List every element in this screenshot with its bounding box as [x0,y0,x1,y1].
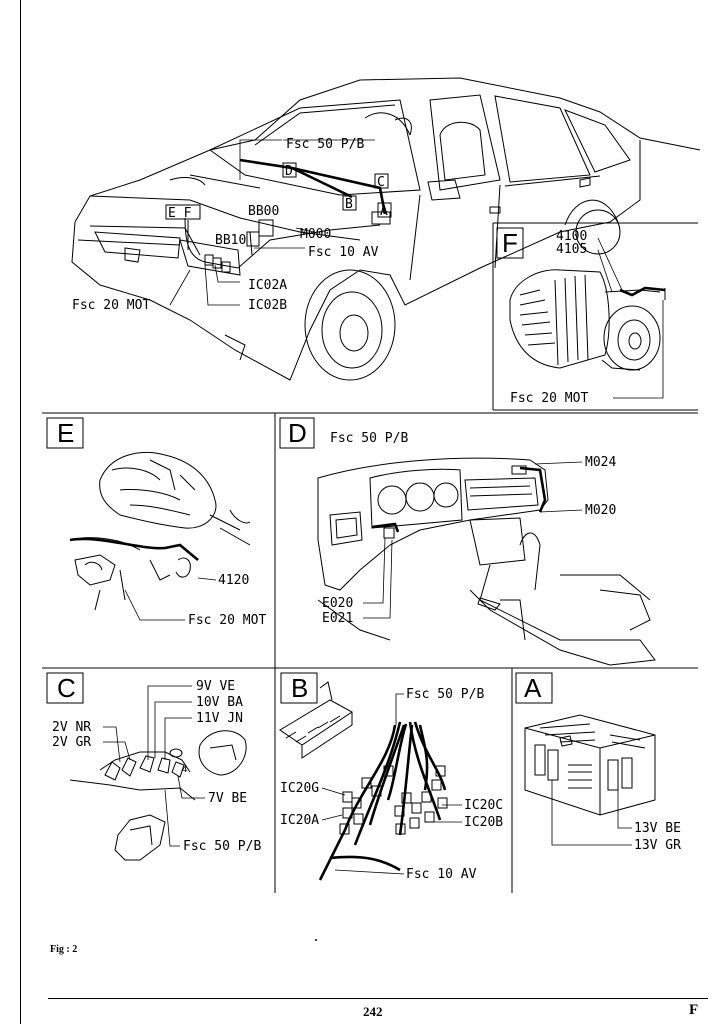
panel-d-title: Fsc 50 P/B [330,431,408,446]
panel-f: F 4100 4105 Fsc 20 MOT [492,222,698,411]
callout-box-d [282,162,297,178]
side-letter: F [689,1002,699,1018]
panel-a-letter-box [515,672,553,704]
panel-d-letter: D [288,418,307,448]
panel-d-e020: E020 [322,596,353,611]
panel-c-letter: C [57,673,76,703]
panel-d-e021: E021 [322,611,353,626]
panel-a-13vbe: 13V BE [634,821,681,836]
panel-d-letter-box [279,417,315,449]
panel-grid [42,412,698,893]
fusebox-a-illustration [524,714,656,816]
panel-c-7v: 7V BE [208,791,247,806]
callout-box-a [377,202,392,218]
panel-f-4105: 4105 [556,242,587,257]
panel-b-letter-box [280,672,318,704]
panel-d: D Fsc 50 P/B M024 [279,417,656,666]
panel-c: C 9V VE 10V BA 11V JN 2V NR 2V GR 7V BE … [46,672,261,861]
connector-block-illustration [279,681,353,759]
panel-e-letter-box [46,417,84,449]
dashboard-illustration [317,457,656,666]
label-bb10: BB10 [215,233,246,248]
overview-harness [165,139,392,306]
speck [315,939,317,941]
label-ic02a: IC02A [248,278,287,293]
callout-box-b [342,195,357,211]
label-a: A [380,204,388,219]
left-margin-rule [20,0,21,1024]
panel-a: A 13V BE 13V GR [515,672,681,853]
panel-c-4: 4 [182,765,187,775]
callout-box-c [374,173,389,189]
footer-rule [48,998,708,999]
panel-e-letter: E [57,418,74,448]
label-c: C [377,175,385,190]
harness-b-illustration [318,721,448,881]
panel-c-2vnr: 2V NR [52,720,91,735]
label-m000: M000 [300,227,331,242]
panel-c-9v: 9V VE [196,679,235,694]
panel-b-fsc10: Fsc 10 AV [406,867,477,882]
panel-d-m020: M020 [585,503,616,518]
panel-b: B [279,672,503,882]
callout-box-ef [165,204,201,220]
panel-c-11v: 11V JN [196,711,243,726]
car-overview-illustration [71,77,701,381]
panel-c-fsc: Fsc 50 P/B [183,839,261,854]
panel-d-m024: M024 [585,455,616,470]
panel-c-letter-box [46,672,84,704]
label-d: D [285,164,293,179]
panel-b-ic20c: IC20C [464,798,503,813]
panel-b-ic20g: IC20G [280,781,319,796]
panel-a-13vgr: 13V GR [634,838,681,853]
panel-b-ic20a: IC20A [280,813,319,828]
panel-b-fsc50: Fsc 50 P/B [406,687,484,702]
label-fsc50pb: Fsc 50 P/B [286,137,364,152]
panel-b-letter: B [291,673,308,703]
panel-e-fsc: Fsc 20 MOT [188,613,266,628]
panel-b-ic20b: IC20B [464,815,503,830]
label-ic02b: IC02B [248,298,287,313]
panel-c-10v: 10V BA [196,695,243,710]
page-number: 242 [363,1004,383,1019]
overview-labels: Fsc 50 P/B D C B A E F BB00 BB10 M000 Fs… [72,137,388,313]
engine-illustration [69,452,251,611]
panel-f-letter: F [502,228,518,258]
panel-c-2vgr: 2V GR [52,735,91,750]
alternator-illustration [509,269,666,371]
figure-caption: Fig : 2 [50,944,78,955]
label-fsc20mot: Fsc 20 MOT [72,298,150,313]
label-bb00: BB00 [248,204,279,219]
panel-f-fsc: Fsc 20 MOT [510,391,588,406]
panel-f-4100: 4100 [556,229,587,244]
panel-a-letter: A [524,673,542,703]
panel-e-4120: 4120 [218,573,249,588]
label-ef: E F [168,206,192,221]
fusebox-c-illustration [69,730,247,861]
panel-e: E 4120 Fsc 20 MOT [46,417,266,628]
panel-f-letter-box [496,227,524,259]
label-b: B [345,197,353,212]
label-fsc10av: Fsc 10 AV [308,245,379,260]
